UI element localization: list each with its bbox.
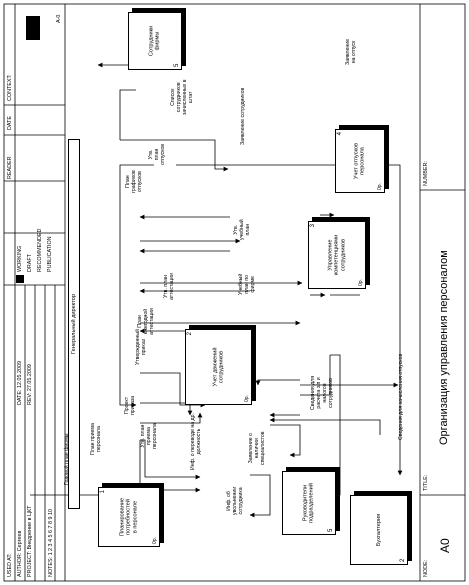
label-approved-vacation-plan: Утв. план отпусков — [148, 143, 166, 165]
box-staff-planning-label: Планирование потребностей в персонале — [119, 497, 139, 537]
box-staff-planning[interactable]: 1 0р. Планирование потребностей в персон… — [98, 487, 160, 547]
box-4-num: 4 — [337, 132, 343, 136]
box-employees-label: Сотрудники фирмы — [148, 25, 161, 57]
footer-number-label: NUMBER: — [423, 161, 429, 186]
footer-node-value: A0 — [438, 538, 452, 553]
header-recommended: RECOMMENDED — [37, 228, 43, 272]
box-staff-movement[interactable]: 2 0р. Учет движений сотрудников — [185, 329, 252, 405]
header-date2: DATE — [7, 116, 13, 130]
box-department-heads[interactable]: 5 Руководители подразделений — [282, 471, 336, 535]
header-used-at: USED AT: — [7, 553, 13, 577]
header-context: CONTEXT: — [7, 74, 13, 101]
working-marker-icon — [16, 275, 24, 283]
box-buh-num: 2 — [400, 558, 406, 562]
header-date: DATE: 12.05.2009 — [17, 361, 23, 405]
box-1-code: 0р. — [152, 537, 158, 544]
box-1-num: 1 — [100, 490, 106, 494]
label-annual-company-plan: Годовой план фирмы — [64, 433, 70, 485]
box-2-num: 2 — [187, 332, 193, 336]
box-staff-movement-label: Учет движений сотрудников — [212, 347, 225, 387]
header-rev: REV: 27.05.2009 — [27, 364, 33, 405]
label-draft-order: Проект приказа — [124, 395, 136, 415]
label-dismissal-info: Инф. об увольнении сотрудника — [226, 486, 244, 515]
label-hiring-plan: План приема персонала — [90, 423, 102, 455]
box-competence-management-label: Управление компетенциями сотрудников — [327, 234, 347, 276]
label-vacation-accrual-info: Сведения для начисления отпусков — [398, 353, 404, 440]
label-approved-order: Утвержденный приказ — [135, 329, 147, 365]
box-vacation-accounting[interactable]: 4 0р. Учет отпусков персонала — [335, 129, 385, 193]
label-salary-tax-info: Сведения для расчета з/п и налогов сотру… — [310, 375, 334, 410]
box-accounting[interactable]: 2 Бухгалтерия — [350, 495, 408, 565]
header-author: AUTHOR: Сергеев — [17, 530, 23, 577]
header-node-ref: A-0 — [56, 14, 62, 23]
footer-node-label: NODE: — [423, 559, 429, 577]
header-project: PROJECT: Внедрение в ЦКТ — [27, 505, 33, 577]
label-specialists-application: Заявление о наличии специалистов — [248, 431, 266, 465]
footer-title-value: Организация управления персоналом — [438, 250, 450, 445]
label-company-training-plan: Учебный план по фирме — [238, 273, 256, 295]
box-3-code: 0р. — [358, 279, 364, 286]
box-employees-num: 5 — [174, 63, 180, 67]
context-block-icon — [26, 16, 40, 40]
box-vacation-accounting-label: Учет отпусков персонала — [353, 142, 366, 180]
header-publication: PUBLICATION — [47, 236, 53, 272]
label-approved-attestation-plan: Утв. план аттестации — [163, 273, 175, 300]
box-3-num: 3 — [310, 224, 316, 228]
box-competence-management[interactable]: 3 0р. Управление компетенциями сотрудник… — [308, 221, 366, 289]
footer-title-label: TITLE: — [423, 474, 429, 491]
box-4-code: 0р. — [377, 183, 383, 190]
box-department-heads-label: Руководители подразделений — [302, 483, 315, 523]
box-accounting-label: Бухгалтерия — [375, 513, 382, 547]
label-employee-application: Заявление сотрудников — [240, 87, 246, 145]
label-vacation-schedule-plan: План графиков отпусков — [125, 170, 143, 193]
label-vacation-application: Заявление на отпуск — [345, 38, 357, 65]
box-employees[interactable]: 5 Сотрудники фирмы — [128, 12, 182, 70]
header-reader: READER — [7, 156, 13, 179]
label-approved-training-plan: Утв. учебный план — [233, 219, 251, 240]
header-working: WORKING — [17, 245, 23, 272]
box-2-code: 0р. — [244, 395, 250, 402]
label-approved-hiring-plan: Утв. план приема персонала — [140, 423, 158, 449]
label-enrolled-staff-list: Список сотрудников зачисленных в штат — [170, 79, 194, 115]
header-notes: NOTES: 1 2 3 4 5 6 7 8 9 10 — [48, 508, 54, 577]
box-ruk-num: 5 — [328, 528, 334, 532]
label-transfer-info: Инф. о переводе на др. должность — [190, 413, 202, 470]
box-general-director-label: Генеральный директор — [70, 294, 77, 354]
header-draft: DRAFT — [27, 254, 33, 272]
